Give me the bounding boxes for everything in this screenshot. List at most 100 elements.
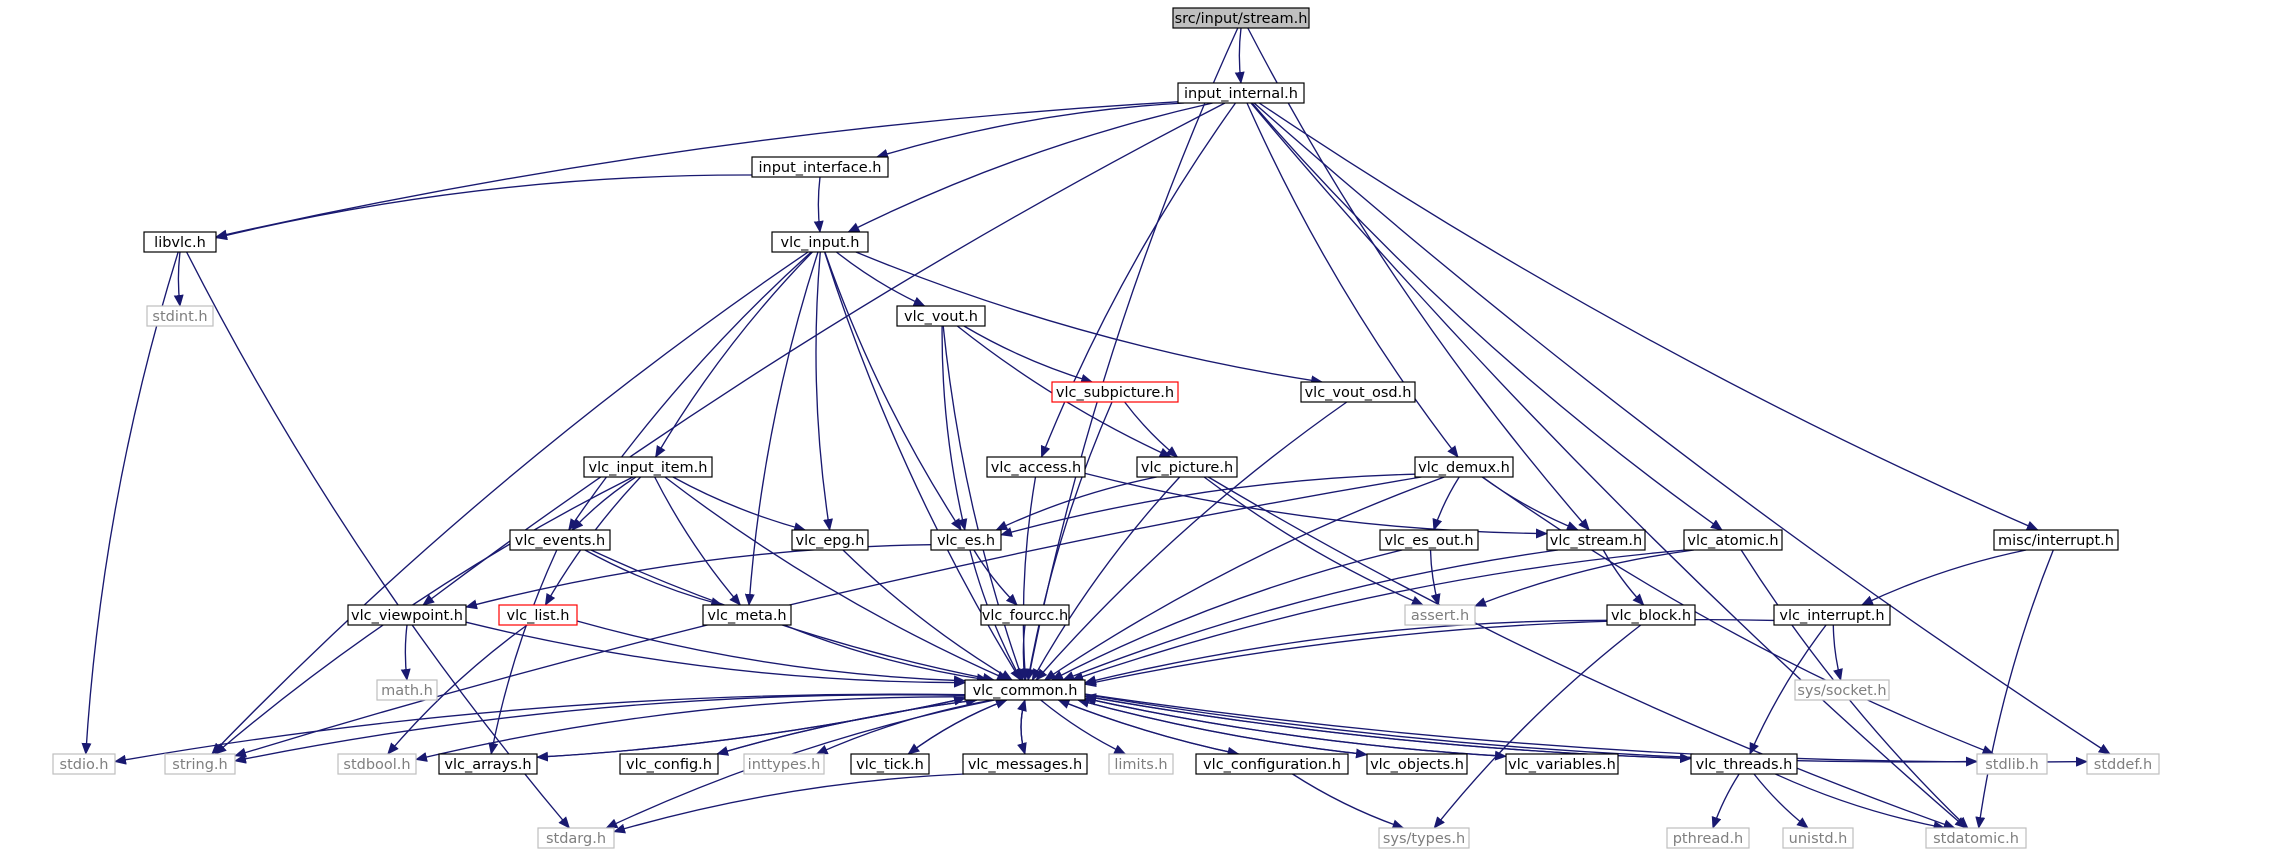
- node-input_interface[interactable]: input_interface.h: [751, 156, 889, 178]
- node-box-pthread: [1666, 827, 1750, 849]
- node-vlc_vout_osd[interactable]: vlc_vout_osd.h: [1300, 381, 1416, 403]
- node-box-vlc_tick: [850, 753, 930, 775]
- edge-input_internal-to-stdatomic: [1250, 102, 1967, 829]
- node-vlc_input[interactable]: vlc_input.h: [771, 231, 869, 253]
- node-box-stdint: [146, 305, 214, 327]
- edge-vlc_input_item-to-vlc_epg: [672, 476, 807, 532]
- node-string[interactable]: string.h: [164, 753, 236, 775]
- edge-vlc_input_item-to-string: [214, 476, 634, 755]
- node-vlc_meta[interactable]: vlc_meta.h: [702, 604, 792, 626]
- node-stdio[interactable]: stdio.h: [52, 753, 116, 775]
- edge-vlc_common-to-stdio: [114, 693, 966, 765]
- node-vlc_stream[interactable]: vlc_stream.h: [1546, 529, 1646, 551]
- node-misc_interrupt[interactable]: misc/interrupt.h: [1993, 529, 2119, 551]
- node-label-vlc_arrays: vlc_arrays.h: [444, 757, 531, 773]
- node-sys_types[interactable]: sys/types.h: [1378, 827, 1470, 849]
- edge-vlc_input_item-to-vlc_meta: [654, 476, 741, 606]
- node-stddef[interactable]: stddef.h: [2086, 753, 2160, 775]
- node-vlc_vout[interactable]: vlc_vout.h: [896, 305, 986, 327]
- node-vlc_threads[interactable]: vlc_threads.h: [1690, 753, 1798, 775]
- node-label-vlc_block: vlc_block.h: [1611, 608, 1691, 624]
- edge-vlc_configuration-to-vlc_common: [1057, 699, 1239, 755]
- node-vlc_events[interactable]: vlc_events.h: [509, 529, 611, 551]
- edge-vlc_list-to-stdbool: [387, 624, 528, 755]
- node-math[interactable]: math.h: [376, 679, 438, 701]
- node-stdatomic[interactable]: stdatomic.h: [1925, 827, 2027, 849]
- node-box-sys_socket: [1794, 679, 1890, 701]
- edge-misc_interrupt-to-vlc_interrupt: [1860, 549, 2027, 606]
- node-box-vlc_stream: [1546, 529, 1646, 551]
- node-input_internal[interactable]: input_internal.h: [1177, 82, 1305, 104]
- node-vlc_interrupt[interactable]: vlc_interrupt.h: [1773, 604, 1891, 626]
- node-vlc_objects[interactable]: vlc_objects.h: [1366, 753, 1468, 775]
- edge-vlc_events-to-vlc_arrays: [488, 549, 558, 755]
- node-box-vlc_atomic: [1683, 529, 1783, 551]
- node-sys_socket[interactable]: sys/socket.h: [1794, 679, 1890, 701]
- node-vlc_es_out[interactable]: vlc_es_out.h: [1379, 529, 1479, 551]
- node-stdlib[interactable]: stdlib.h: [1976, 753, 2048, 775]
- node-box-vlc_vout_osd: [1300, 381, 1416, 403]
- edge-vlc_block-to-vlc_common: [1084, 619, 1608, 686]
- node-box-vlc_input: [771, 231, 869, 253]
- node-vlc_tick[interactable]: vlc_tick.h: [850, 753, 930, 775]
- edge-vlc_demux-to-vlc_common: [1043, 476, 1445, 681]
- node-stdbool[interactable]: stdbool.h: [337, 753, 417, 775]
- node-vlc_demux[interactable]: vlc_demux.h: [1414, 456, 1514, 478]
- edge-vlc_epg-to-vlc_common: [842, 549, 1013, 681]
- node-box-input_internal: [1177, 82, 1305, 104]
- node-vlc_list[interactable]: vlc_list.h: [498, 604, 578, 626]
- node-limits[interactable]: limits.h: [1108, 753, 1174, 775]
- node-vlc_subpicture[interactable]: vlc_subpicture.h: [1051, 381, 1179, 403]
- node-vlc_config[interactable]: vlc_config.h: [619, 753, 719, 775]
- node-box-vlc_list: [498, 604, 578, 626]
- node-inttypes[interactable]: inttypes.h: [743, 753, 825, 775]
- node-vlc_es[interactable]: vlc_es.h: [930, 529, 1002, 551]
- node-box-vlc_messages: [962, 753, 1088, 775]
- node-label-vlc_tick: vlc_tick.h: [856, 757, 924, 773]
- node-label-vlc_viewpoint: vlc_viewpoint.h: [351, 608, 463, 624]
- edge-vlc_interrupt-to-vlc_threads: [1749, 624, 1827, 755]
- node-label-vlc_config: vlc_config.h: [626, 757, 712, 773]
- node-vlc_messages[interactable]: vlc_messages.h: [962, 753, 1088, 775]
- node-box-stdio: [52, 753, 116, 775]
- node-label-vlc_stream: vlc_stream.h: [1550, 533, 1642, 549]
- node-box-vlc_meta: [702, 604, 792, 626]
- node-stdarg[interactable]: stdarg.h: [537, 827, 615, 849]
- node-vlc_viewpoint[interactable]: vlc_viewpoint.h: [347, 604, 467, 626]
- node-vlc_picture[interactable]: vlc_picture.h: [1136, 456, 1238, 478]
- node-label-stdint: stdint.h: [152, 309, 207, 325]
- node-pthread[interactable]: pthread.h: [1666, 827, 1750, 849]
- node-vlc_access[interactable]: vlc_access.h: [986, 456, 1086, 478]
- node-libvlc[interactable]: libvlc.h: [143, 231, 217, 253]
- node-assert[interactable]: assert.h: [1404, 604, 1476, 626]
- edge-vlc_objects-to-vlc_common: [1077, 698, 1368, 756]
- node-label-vlc_meta: vlc_meta.h: [707, 608, 786, 624]
- node-vlc_common[interactable]: vlc_common.h: [964, 679, 1086, 701]
- node-vlc_arrays[interactable]: vlc_arrays.h: [438, 753, 538, 775]
- node-label-vlc_objects: vlc_objects.h: [1370, 757, 1464, 773]
- node-box-vlc_config: [619, 753, 719, 775]
- edge-vlc_threads-to-pthread: [1711, 773, 1740, 829]
- node-vlc_block[interactable]: vlc_block.h: [1606, 604, 1696, 626]
- node-label-pthread: pthread.h: [1673, 831, 1744, 847]
- edge-vlc_common-to-string: [234, 694, 966, 764]
- node-vlc_atomic[interactable]: vlc_atomic.h: [1683, 529, 1783, 551]
- edge-vlc_atomic-to-vlc_common: [1071, 549, 1686, 682]
- edge-vlc_picture-to-vlc_es: [995, 476, 1157, 531]
- edge-vlc_stream-to-vlc_block: [1602, 549, 1645, 606]
- edge-input_internal-to-stddef: [1253, 102, 2111, 755]
- node-unistd[interactable]: unistd.h: [1782, 827, 1854, 849]
- node-vlc_configuration[interactable]: vlc_configuration.h: [1195, 753, 1349, 775]
- edge-vlc_subpicture-to-vlc_common: [1024, 401, 1113, 681]
- node-vlc_input_item[interactable]: vlc_input_item.h: [583, 456, 713, 478]
- node-vlc_fourcc[interactable]: vlc_fourcc.h: [980, 604, 1070, 626]
- node-label-vlc_fourcc: vlc_fourcc.h: [982, 608, 1068, 624]
- edge-vlc_input_item-to-vlc_common: [664, 476, 1010, 681]
- edge-vlc_common-to-stdarg: [605, 699, 995, 829]
- node-box-vlc_configuration: [1195, 753, 1349, 775]
- node-stdint[interactable]: stdint.h: [146, 305, 214, 327]
- node-vlc_epg[interactable]: vlc_epg.h: [791, 529, 869, 551]
- node-box-vlc_events: [509, 529, 611, 551]
- node-vlc_variables[interactable]: vlc_variables.h: [1505, 753, 1619, 775]
